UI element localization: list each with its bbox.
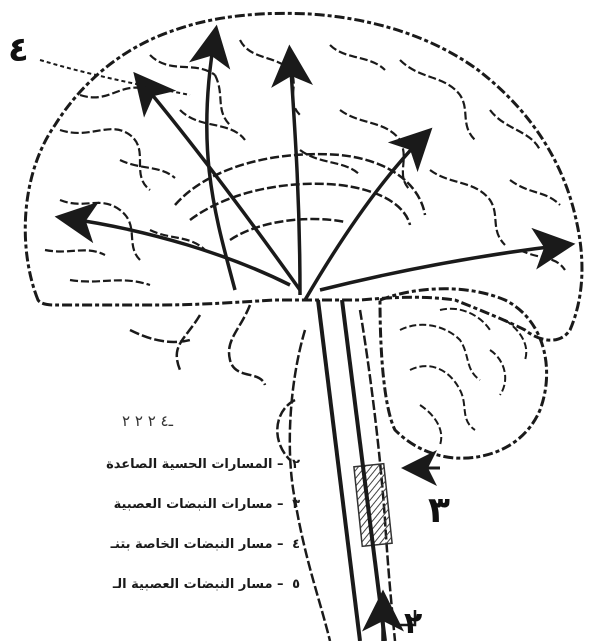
legend-item-text: – مسارات النبضات العصبية	[114, 497, 284, 512]
legend-clip: ٢ – المسارات الحسية الصاعدة ٣ – مسارات ا…	[0, 440, 300, 641]
legend-item-text: – المسارات الحسية الصاعدة	[106, 457, 283, 472]
legend-item-number: ٣	[292, 497, 300, 512]
marker-3-label: ٣	[428, 490, 450, 531]
leader-line-4	[40, 60, 190, 95]
legend-item: ٤ – مسار النبضات الخاصة بتنـ	[106, 535, 300, 575]
cerebellum	[380, 289, 547, 458]
legend-item-number: ٢	[292, 457, 300, 472]
legend-item-text: – مسار النبضات الخاصة بتنـ	[111, 537, 284, 552]
legend: ٢ – المسارات الحسية الصاعدة ٣ – مسارات ا…	[106, 455, 300, 615]
cerebellum-folia	[400, 309, 526, 445]
pathway-arrows	[65, 35, 565, 300]
marker-4-label: ٤	[8, 30, 29, 70]
legend-item-number: ٥	[292, 577, 300, 592]
marker-2-label: ٢	[404, 606, 422, 641]
cerebrum-outline	[25, 13, 582, 340]
legend-item: ٢ – المسارات الحسية الصاعدة	[106, 455, 300, 495]
legend-item: ٣ – مسارات النبضات العصبية	[106, 495, 300, 535]
legend-item: ٥ – مسار النبضات العصبية الـ	[106, 575, 300, 615]
legend-item-text: – مسار النبضات العصبية الـ	[113, 577, 284, 592]
legend-item-number: ٤	[292, 537, 300, 552]
stray-caption-text: ـ٤ ٢ ٢ ٢	[122, 412, 173, 430]
